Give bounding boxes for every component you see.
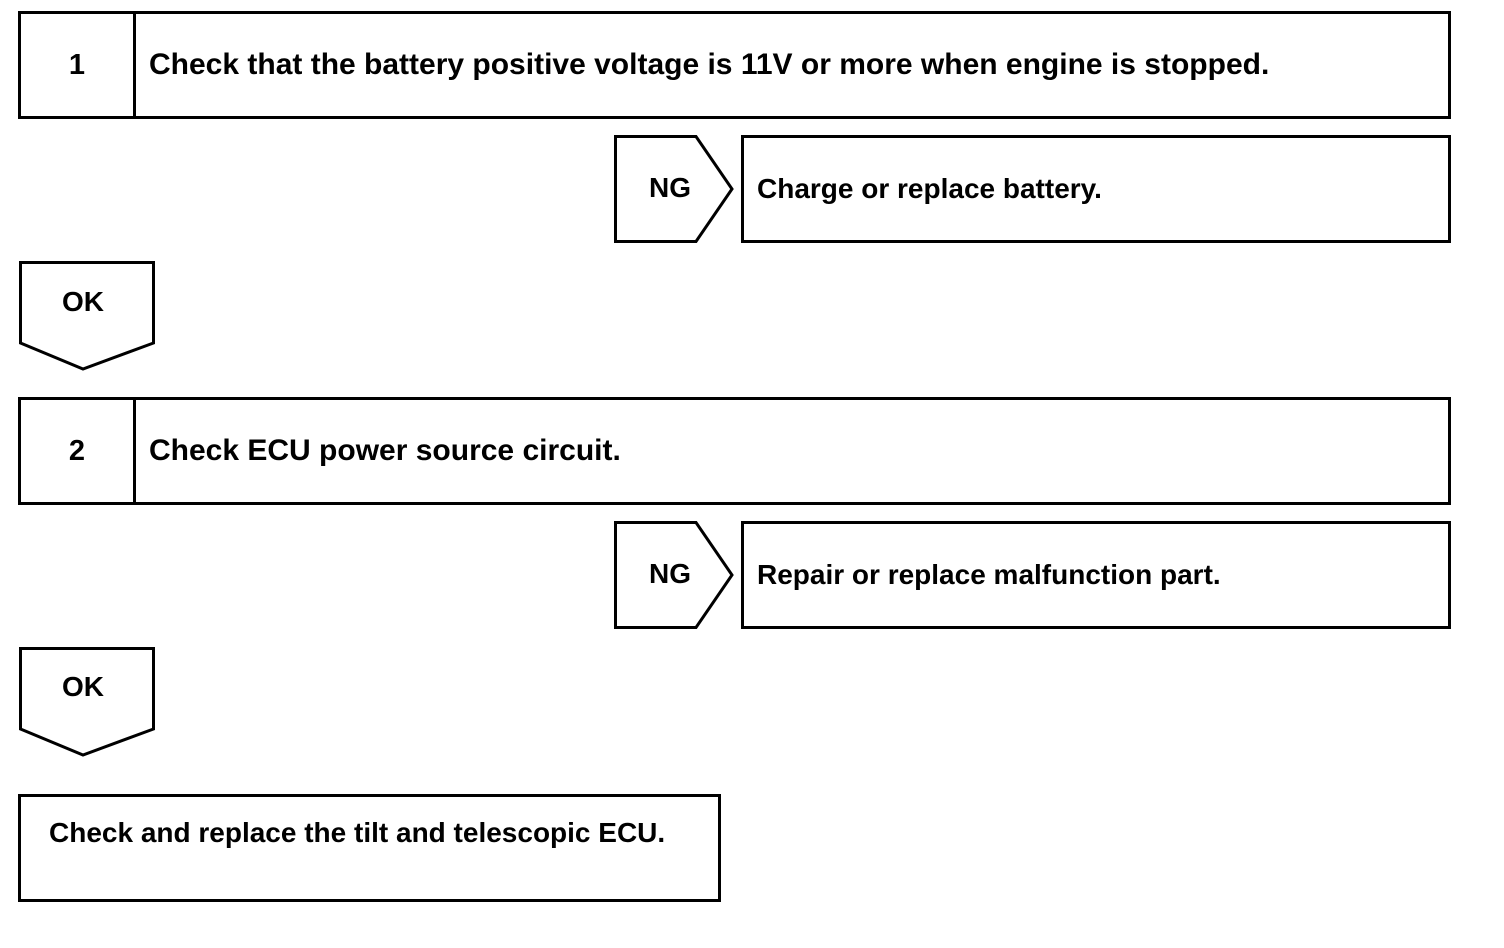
ng-label-1: NG xyxy=(649,172,691,203)
ng-arrow-1 xyxy=(614,135,734,243)
step-2-text: Check ECU power source circuit. xyxy=(149,434,621,467)
ng-action-1: Charge or replace battery. xyxy=(741,135,1451,243)
step-2-box: 2 Check ECU power source circuit. xyxy=(18,397,1451,505)
step-1-box: 1 Check that the battery positive voltag… xyxy=(18,11,1451,119)
ng-label-2: NG xyxy=(649,558,691,589)
ng-action-2: Repair or replace malfunction part. xyxy=(741,521,1451,629)
step-1-text: Check that the battery positive voltage … xyxy=(149,48,1270,81)
ng-arrow-2 xyxy=(614,521,734,629)
ok-arrow-2 xyxy=(19,647,155,757)
ok-label-2: OK xyxy=(62,671,104,702)
step-2-number: 2 xyxy=(21,400,136,502)
ok-label-1: OK xyxy=(62,286,104,317)
final-action-box: Check and replace the tilt and telescopi… xyxy=(18,794,721,902)
ok-arrow-1 xyxy=(19,261,155,371)
step-1-number: 1 xyxy=(21,14,136,116)
